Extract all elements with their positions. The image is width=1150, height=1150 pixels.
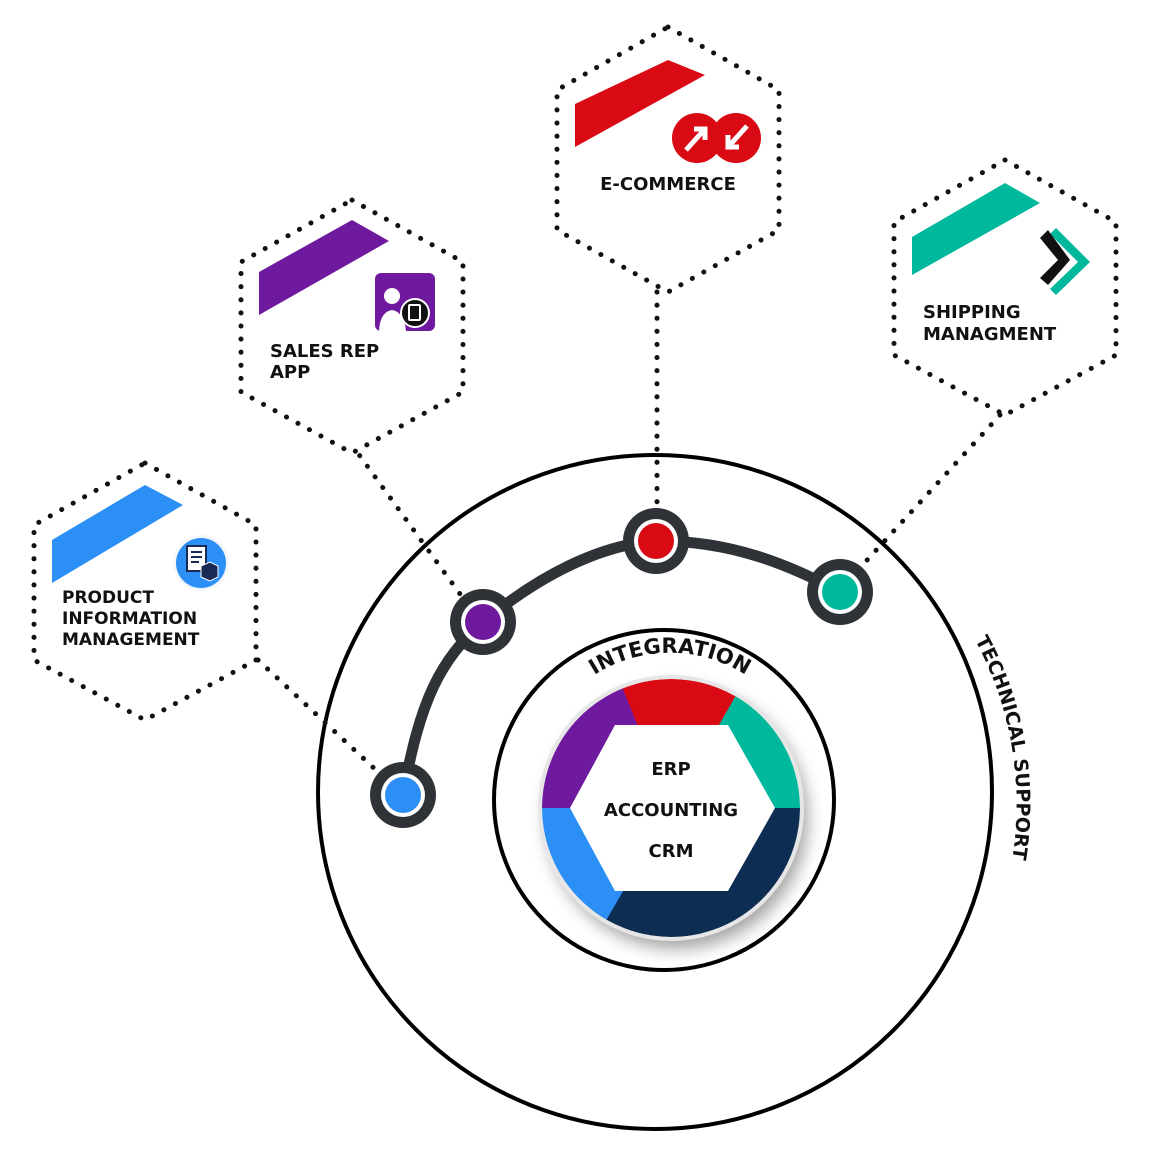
module-label-line: APP xyxy=(270,362,310,383)
module-label-line: PRODUCT xyxy=(62,588,154,608)
module-banner xyxy=(912,183,1040,275)
module-pim[interactable]: PRODUCT INFORMATION MANAGEMENT xyxy=(31,460,259,723)
core-hexagon xyxy=(570,725,775,891)
node-ecommerce[interactable] xyxy=(623,508,689,574)
document-box-icon xyxy=(173,535,229,591)
connector-pim xyxy=(255,657,395,788)
technical-support-ring xyxy=(316,453,994,1131)
module-label-line: SHIPPING xyxy=(923,302,1021,323)
sales-rep-tablet-icon xyxy=(375,273,435,331)
connector-shipping xyxy=(855,412,1003,573)
module-banner xyxy=(52,485,183,583)
node-shipping[interactable] xyxy=(807,559,873,625)
module-shipping[interactable]: SHIPPING MANAGMENT xyxy=(891,157,1119,418)
module-label-line: MANAGMENT xyxy=(923,324,1057,345)
core-line-crm: CRM xyxy=(649,841,694,862)
node-pim[interactable] xyxy=(370,762,436,828)
node-sales-rep[interactable] xyxy=(450,589,516,655)
module-label-line: SALES REP xyxy=(270,341,379,362)
chevron-right-double-icon xyxy=(1040,228,1090,295)
module-label-line: INFORMATION xyxy=(62,609,197,629)
arrows-exchange-icon xyxy=(672,113,761,163)
module-ecommerce[interactable]: E-COMMERCE xyxy=(554,24,782,295)
timeline-arc xyxy=(397,535,846,801)
module-sales-rep[interactable]: SALES REP APP xyxy=(238,197,466,456)
connector-lines xyxy=(255,289,1003,788)
core-wheel: ERP ACCOUNTING CRM xyxy=(538,675,804,941)
module-banner xyxy=(259,220,389,315)
core-line-erp: ERP xyxy=(651,759,690,780)
module-label-line: E-COMMERCE xyxy=(600,174,736,195)
module-label-line: MANAGEMENT xyxy=(62,630,200,650)
module-banner xyxy=(575,60,705,147)
core-line-accounting: ACCOUNTING xyxy=(604,800,738,821)
integration-ring xyxy=(492,628,836,972)
